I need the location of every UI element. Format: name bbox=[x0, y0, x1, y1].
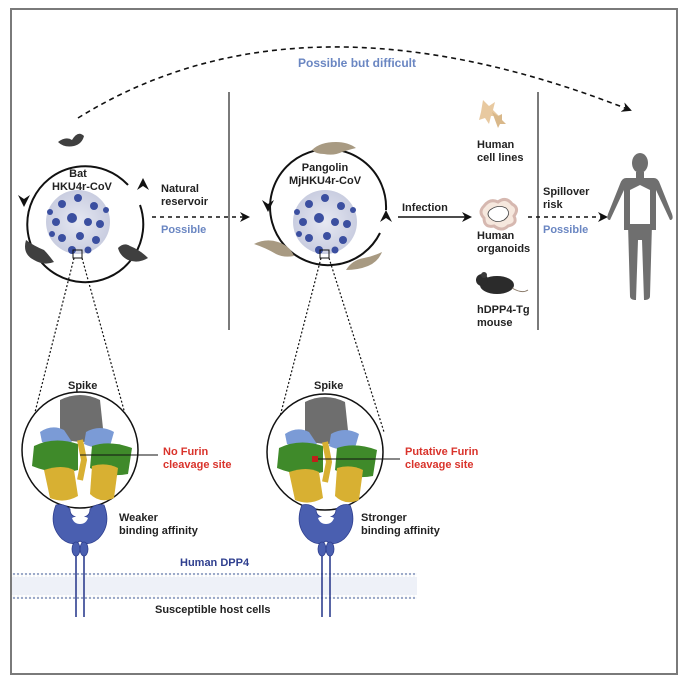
model-organoids: Human organoids bbox=[477, 230, 530, 256]
affinity-line1: Weaker bbox=[119, 512, 158, 524]
pangolin-title-line1: Pangolin bbox=[301, 162, 349, 174]
cycle-arrow-icon bbox=[380, 210, 392, 222]
figure-frame bbox=[10, 8, 678, 675]
mouse-icon bbox=[476, 272, 529, 294]
spike-right-affinity: Stronger binding affinity bbox=[361, 512, 440, 538]
top-arc-arrow bbox=[77, 46, 632, 119]
pangolin-icon bbox=[312, 142, 356, 155]
model-line2: mouse bbox=[477, 317, 513, 329]
cycle-arrow-icon bbox=[262, 200, 274, 212]
natural-reservoir-status: Possible bbox=[161, 224, 207, 236]
bat-icon bbox=[25, 240, 54, 264]
pangolin-cycle bbox=[254, 142, 392, 270]
affinity-line2: binding affinity bbox=[119, 525, 198, 537]
spike-right-title: Spike bbox=[314, 380, 344, 392]
dpp4-receptor-right bbox=[298, 504, 354, 617]
pangolin-icon bbox=[346, 252, 382, 270]
receptor-label: Human DPP4 bbox=[180, 557, 250, 569]
cycle-arrow-icon bbox=[137, 178, 149, 190]
model-line2: cell lines bbox=[477, 152, 524, 164]
model-mouse: hDPP4-Tg mouse bbox=[477, 304, 530, 330]
spike-right-site: Putative Furin cleavage site bbox=[405, 446, 478, 472]
spike-right-structure bbox=[266, 393, 400, 511]
site-line1: Putative Furin bbox=[405, 446, 479, 458]
zoom-lines bbox=[29, 257, 385, 433]
top-arc-label: Possible but difficult bbox=[298, 56, 417, 70]
spillover-line2: risk bbox=[543, 199, 563, 211]
cycle-arrow-icon bbox=[18, 195, 30, 207]
bat-icon bbox=[58, 133, 84, 147]
affinity-line1: Stronger bbox=[361, 512, 407, 524]
bat-title-line1: Bat bbox=[69, 168, 87, 180]
site-line1: No Furin bbox=[163, 446, 209, 458]
model-cell-lines: Human cell lines bbox=[477, 139, 523, 165]
zoom-box bbox=[319, 249, 330, 259]
pangolin-title-line2: MjHKU4r-CoV bbox=[288, 175, 362, 187]
spillover-status: Possible bbox=[543, 224, 589, 236]
dpp4-receptor-left bbox=[52, 504, 108, 617]
cell-lines-icon bbox=[479, 100, 506, 128]
model-line2: organoids bbox=[477, 243, 531, 255]
furin-site-marker bbox=[312, 456, 318, 462]
bat-cycle bbox=[18, 133, 149, 284]
infection-label: Infection bbox=[402, 202, 448, 214]
natural-reservoir-label: Natural reservoir bbox=[161, 183, 208, 209]
bat-title: Bat HKU4r-CoV bbox=[52, 168, 112, 194]
pangolin-icon bbox=[254, 240, 294, 257]
cell-membrane bbox=[12, 573, 417, 599]
human-icon bbox=[607, 153, 673, 300]
model-line1: hDPP4-Tg bbox=[477, 304, 530, 316]
spillover-label: Spillover risk bbox=[543, 186, 589, 212]
organoid-icon bbox=[479, 197, 519, 231]
spike-left-title: Spike bbox=[68, 380, 98, 392]
natural-reservoir-line2: reservoir bbox=[161, 196, 209, 208]
site-line2: cleavage site bbox=[163, 459, 232, 471]
natural-reservoir-line1: Natural bbox=[161, 183, 199, 195]
affinity-line2: binding affinity bbox=[361, 525, 440, 537]
model-line1: Human bbox=[477, 230, 515, 242]
bat-title-line2: HKU4r-CoV bbox=[52, 181, 112, 193]
zoom-box bbox=[72, 249, 83, 259]
spike-left-site: No Furin cleavage site bbox=[163, 446, 232, 472]
spike-left-structure bbox=[21, 391, 158, 509]
site-line2: cleavage site bbox=[405, 459, 474, 471]
model-line1: Human bbox=[477, 139, 515, 151]
spike-left-affinity: Weaker binding affinity bbox=[119, 512, 198, 538]
bat-icon bbox=[118, 244, 148, 262]
membrane-label: Susceptible host cells bbox=[155, 604, 271, 616]
pangolin-title: Pangolin MjHKU4r-CoV bbox=[284, 162, 366, 188]
spillover-line1: Spillover bbox=[543, 186, 590, 198]
